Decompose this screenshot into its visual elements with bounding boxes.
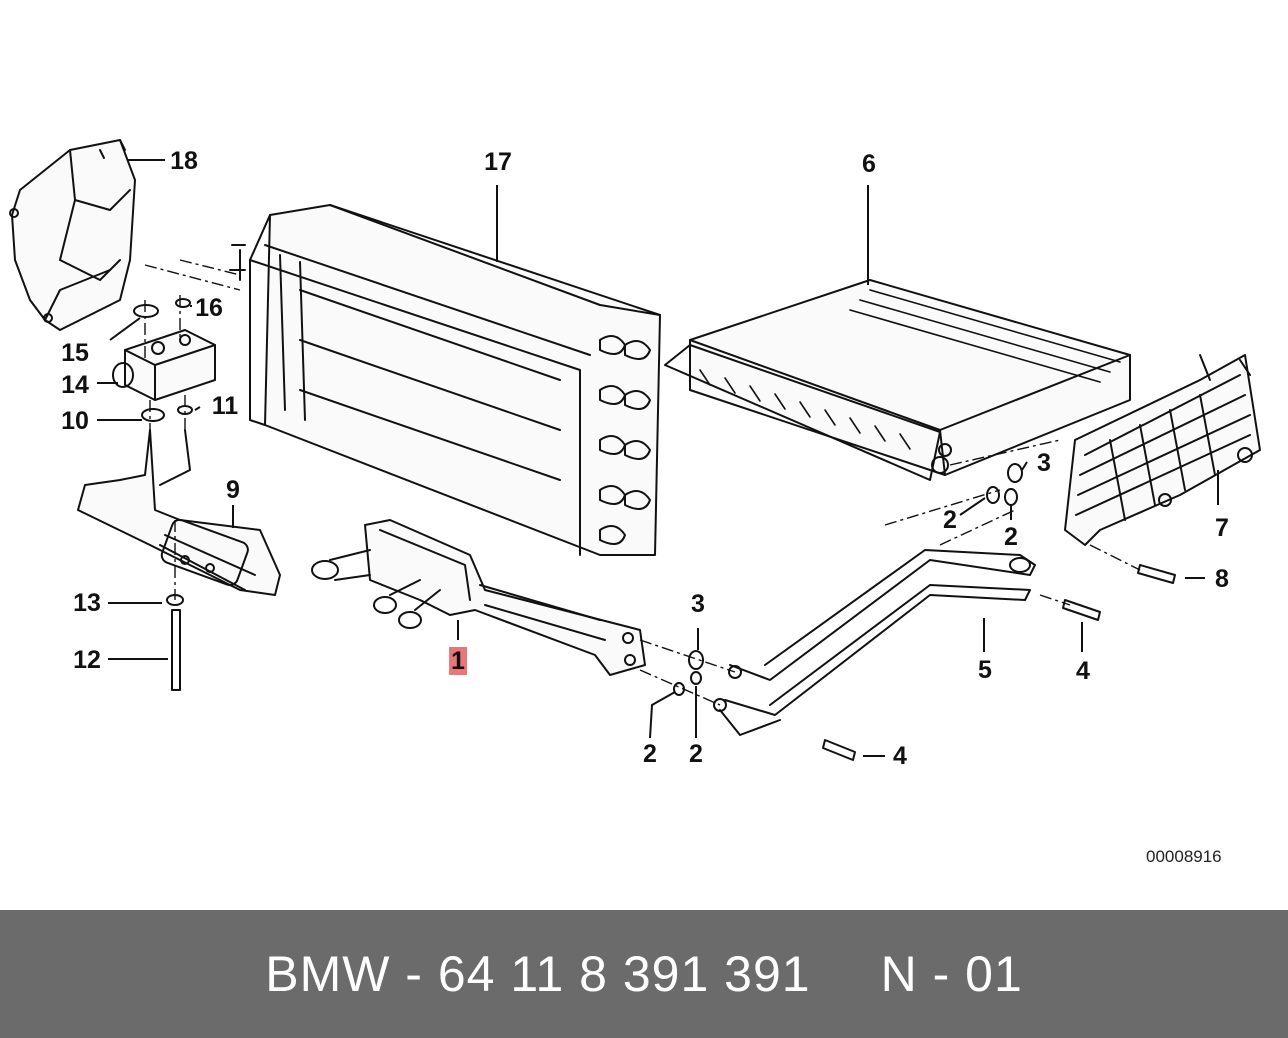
- part-18-cover: [9, 139, 136, 331]
- part-12-bolt: [171, 609, 181, 691]
- footer-part-number: BMW - 64 11 8 391 391: [265, 946, 811, 1002]
- callout-2-right-a: 2: [943, 506, 957, 534]
- callout-3-right: 3: [1037, 449, 1051, 477]
- part-2-o-ring-right-a: [986, 486, 1000, 504]
- callout-15: 15: [61, 339, 89, 367]
- part-3-o-ring-center: [688, 650, 704, 670]
- part-15-o-ring: [133, 304, 159, 318]
- callout-14: 14: [61, 371, 89, 399]
- callout-16: 16: [195, 294, 223, 322]
- callout-17: 17: [484, 148, 512, 176]
- part-3-o-ring-right: [1007, 463, 1023, 483]
- callout-18: 18: [170, 147, 198, 175]
- part-6-heater-core: [664, 279, 1131, 481]
- callout-2-right-b: 2: [1004, 523, 1018, 551]
- alignment-lines: [144, 259, 1141, 706]
- part-16-o-ring: [175, 298, 191, 308]
- part-17-evaporator: [229, 204, 661, 556]
- callout-4-lower: 4: [893, 742, 907, 770]
- leader-lines: [97, 159, 1219, 757]
- callout-8: 8: [1215, 565, 1229, 593]
- parts-diagram: [9, 139, 1261, 761]
- part-2-o-ring-center-b: [690, 671, 702, 685]
- part-9-pipe: [77, 429, 281, 596]
- callout-3-center: 3: [691, 590, 705, 618]
- callout-11: 11: [211, 392, 239, 420]
- callout-1-highlighted[interactable]: 1: [449, 647, 467, 675]
- part-5-pipe-set: [713, 549, 1036, 736]
- footer-bar: BMW - 64 11 8 391 391 N - 01: [0, 910, 1288, 1038]
- part-7-bracket: [1064, 354, 1261, 546]
- callout-7: 7: [1215, 514, 1229, 542]
- callout-2-center-b: 2: [689, 740, 703, 768]
- callout-12: 12: [73, 646, 101, 674]
- footer-caption: BMW - 64 11 8 391 391 N - 01: [0, 910, 1288, 1038]
- part-4-screw-upper: [1062, 599, 1101, 621]
- callout-10: 10: [61, 407, 89, 435]
- part-1-heater-pipe: [311, 519, 646, 676]
- callout-2-center-a: 2: [643, 740, 657, 768]
- part-10-o-ring: [141, 408, 165, 422]
- callout-9: 9: [226, 476, 240, 504]
- diagram-reference-code: 00008916: [1146, 847, 1222, 866]
- part-2-o-ring-right-b: [1004, 488, 1018, 506]
- callout-5: 5: [978, 656, 992, 684]
- part-14-expansion-valve: [112, 329, 216, 401]
- callout-6: 6: [862, 150, 876, 178]
- part-4-screw-lower: [822, 739, 856, 761]
- callout-13: 13: [73, 589, 101, 617]
- footer-page-label: N - 01: [880, 946, 1023, 1002]
- part-8-screw: [1137, 564, 1176, 584]
- callout-4-upper: 4: [1076, 657, 1090, 685]
